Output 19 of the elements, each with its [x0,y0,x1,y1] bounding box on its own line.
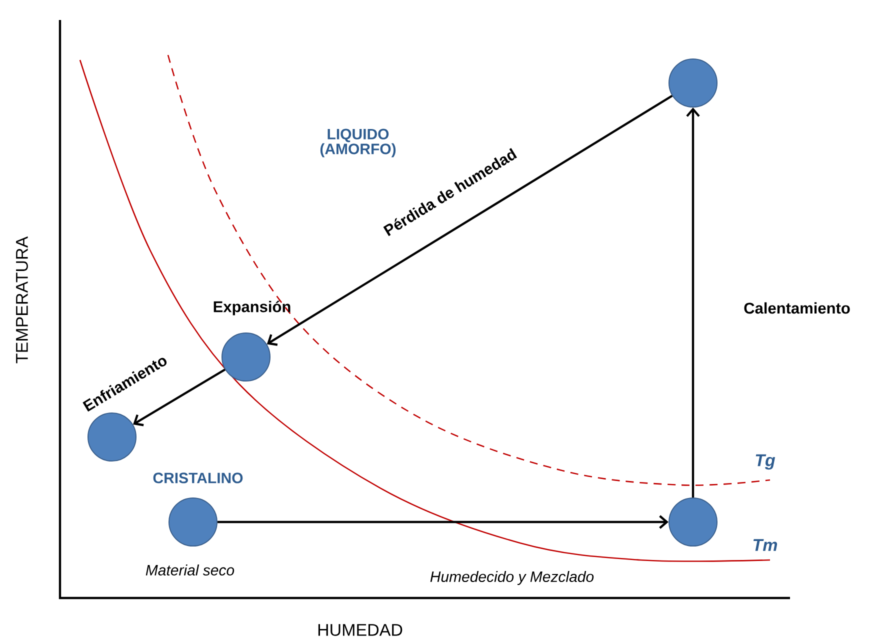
note-label: Humedecido y Mezclado [430,571,594,585]
state-circle [222,332,270,382]
state-circle [88,412,136,462]
axis-title: HUMEDAD [318,624,402,636]
state-label: Expansión [214,300,290,316]
arrow [266,94,673,346]
region-label: CRISTALINO [153,472,243,484]
arrow [218,515,669,529]
edge-label: Calentamiento [744,302,850,314]
state-circle [668,58,718,108]
arrow [133,368,226,426]
state-label: Material seco [146,564,234,576]
curve-label: Tm [753,539,778,551]
axis-title: TEMPERATURA [16,236,28,364]
curve-label: Tg [756,454,776,470]
state-circle [668,498,718,546]
region-label: LIQUIDO (AMORFO) [320,128,396,158]
arrow [686,107,700,498]
state-circle [168,498,218,546]
